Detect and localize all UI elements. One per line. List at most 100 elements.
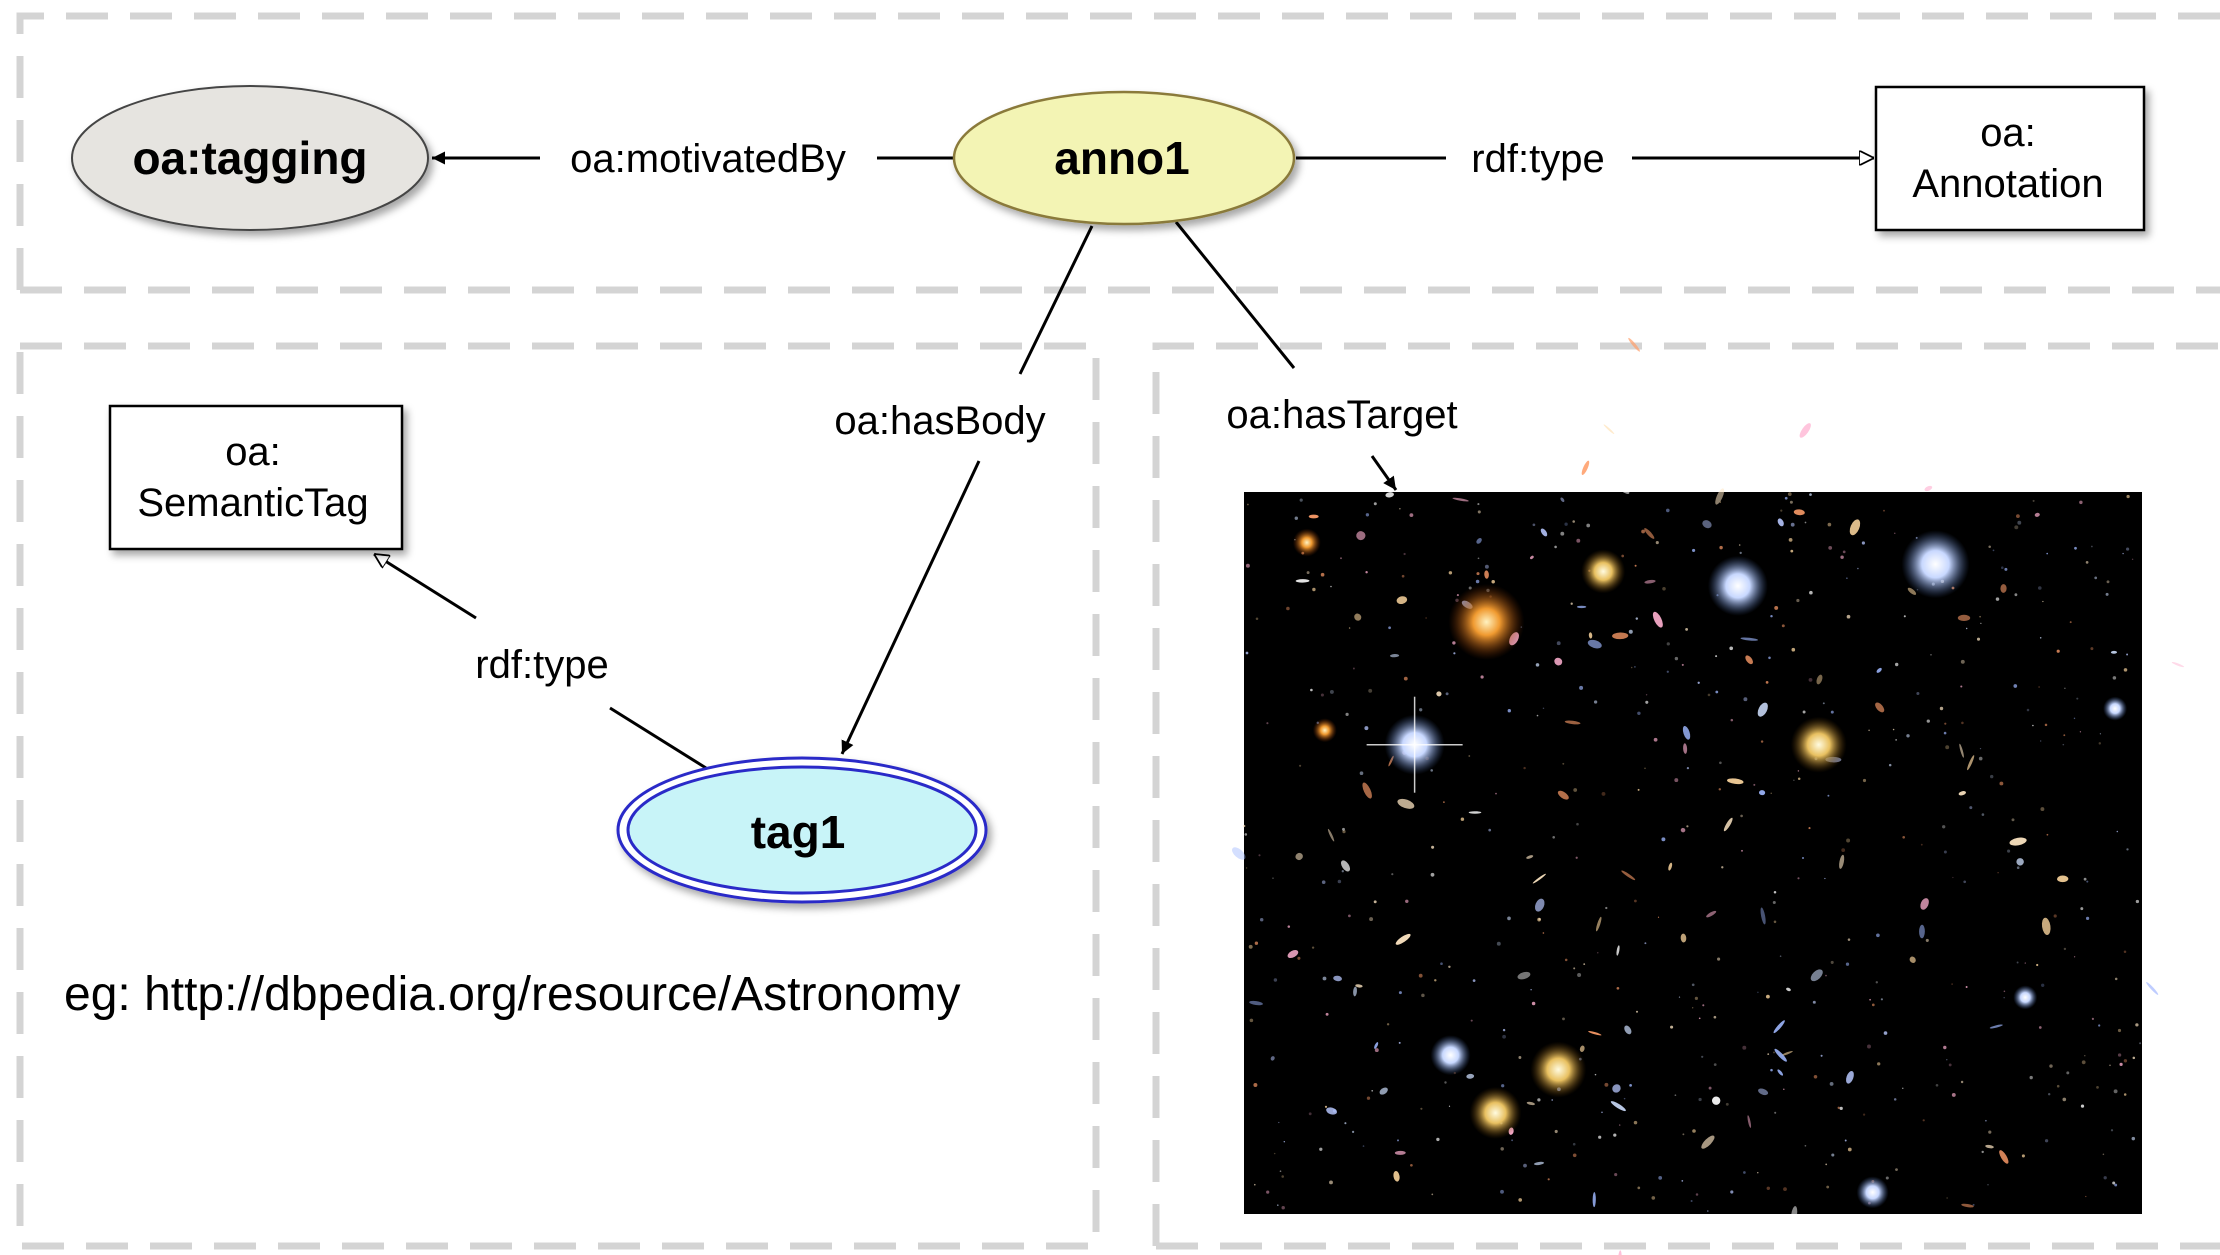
star-speck — [1398, 991, 1402, 995]
class-annotation-box[interactable]: oa: Annotation — [1874, 85, 2146, 232]
star-speck — [1448, 1105, 1451, 1107]
star-speck — [2076, 697, 2079, 700]
starfield — [1232, 337, 2185, 1255]
star-speck — [1604, 1082, 1609, 1087]
star-speck — [1311, 946, 1315, 949]
star-speck — [2081, 1060, 2086, 1065]
star-speck — [2117, 1053, 2122, 1057]
small-galaxy — [1610, 1101, 1626, 1112]
small-galaxy — [1799, 423, 1811, 438]
star-speck — [1717, 957, 1721, 961]
star-speck — [2056, 649, 2060, 653]
star-speck — [1730, 1190, 1734, 1194]
star-speck — [2041, 983, 2045, 987]
star-speck — [1883, 509, 1885, 512]
star-speck — [1808, 678, 1813, 682]
hubble-deep-field-image[interactable] — [1230, 337, 2185, 1255]
star-speck — [2085, 1195, 2087, 1198]
star-speck — [1496, 941, 1501, 946]
small-galaxy — [1452, 497, 1469, 502]
star-speck — [1930, 653, 1932, 656]
star-speck — [1405, 899, 1409, 904]
edge-type-semantic-tag-label: rdf:type — [475, 643, 608, 687]
star-speck — [1869, 998, 1871, 1001]
small-galaxy — [1668, 862, 1673, 871]
star-speck — [1969, 806, 1973, 810]
star-speck — [1857, 567, 1859, 570]
star-speck — [1641, 529, 1645, 534]
star-speck — [1935, 1083, 1939, 1087]
node-tag1[interactable]: tag1 — [616, 756, 988, 904]
class-semantic-tag-box[interactable]: oa: SemanticTag — [108, 404, 404, 551]
star-speck — [1536, 714, 1539, 717]
star-speck — [2139, 1042, 2142, 1045]
star-speck — [1287, 925, 1291, 928]
edge-has-body-label: oa:hasBody — [834, 399, 1045, 443]
star-speck — [1630, 666, 1633, 669]
small-galaxy — [1786, 987, 1791, 992]
star-speck — [1572, 1142, 1576, 1146]
small-galaxy — [1967, 755, 1975, 771]
star-speck — [1739, 551, 1742, 555]
node-tagging-shape — [71, 85, 429, 231]
small-galaxy — [1232, 847, 1246, 860]
star-speck — [2098, 742, 2102, 745]
star-speck — [1837, 1106, 1840, 1109]
star-speck — [1477, 557, 1480, 560]
star-speck — [1477, 503, 1480, 506]
small-galaxy — [1249, 1000, 1263, 1006]
star-speck — [1812, 1000, 1817, 1004]
small-galaxy — [1581, 460, 1590, 476]
small-galaxy — [1397, 798, 1415, 809]
star-speck — [1634, 899, 1637, 903]
small-galaxy — [1554, 657, 1563, 666]
star-speck — [2112, 676, 2117, 680]
node-tagging[interactable]: oa:tagging — [71, 85, 429, 231]
star-speck — [1945, 745, 1950, 750]
small-galaxy — [1745, 655, 1753, 665]
star-speck — [1613, 1133, 1617, 1137]
small-galaxy — [1389, 654, 1400, 658]
star-speck — [1364, 726, 1369, 731]
star-speck — [1245, 651, 1249, 655]
star-speck — [2114, 977, 2118, 981]
small-galaxy — [1711, 1096, 1721, 1105]
star-speck — [1697, 681, 1700, 684]
star-speck — [2046, 833, 2049, 836]
star-speck — [1283, 1140, 1286, 1143]
small-galaxy — [1534, 898, 1545, 912]
star-speck — [1266, 722, 1269, 725]
star-speck — [1840, 555, 1844, 559]
star-speck — [1480, 675, 1484, 679]
star-speck — [2003, 996, 2005, 999]
star-speck — [1253, 1083, 1258, 1087]
small-galaxy — [1353, 986, 1357, 997]
star-speck — [1374, 1048, 1379, 1053]
star-speck — [1254, 1183, 1256, 1186]
star-speck — [1951, 983, 1953, 985]
small-galaxy — [1576, 605, 1587, 609]
star-speck — [2029, 1075, 2033, 1080]
star-speck — [1542, 707, 1545, 710]
star-speck — [1575, 856, 1578, 859]
small-galaxy — [1579, 1045, 1585, 1052]
star-speck — [1690, 1199, 1693, 1203]
star-speck — [1686, 766, 1690, 770]
star-speck — [1637, 711, 1641, 716]
star-speck — [2039, 637, 2042, 639]
star-speck — [1598, 1135, 1602, 1139]
star-speck — [1299, 764, 1302, 767]
star-speck — [1243, 824, 1246, 828]
small-galaxy — [1588, 632, 1593, 639]
star-speck — [1742, 1045, 1747, 1050]
star-speck — [1990, 774, 1994, 779]
star-speck — [1725, 1102, 1729, 1106]
node-anno1[interactable]: anno1 — [952, 90, 1296, 226]
star-speck — [2091, 1017, 2094, 1021]
star-speck — [1883, 1031, 1888, 1035]
star-speck — [1556, 641, 1561, 646]
star-speck — [1767, 1053, 1770, 1055]
edge-has-body-line-a — [1018, 225, 1094, 375]
star-speck — [1770, 614, 1773, 618]
small-galaxy — [2034, 512, 2040, 517]
